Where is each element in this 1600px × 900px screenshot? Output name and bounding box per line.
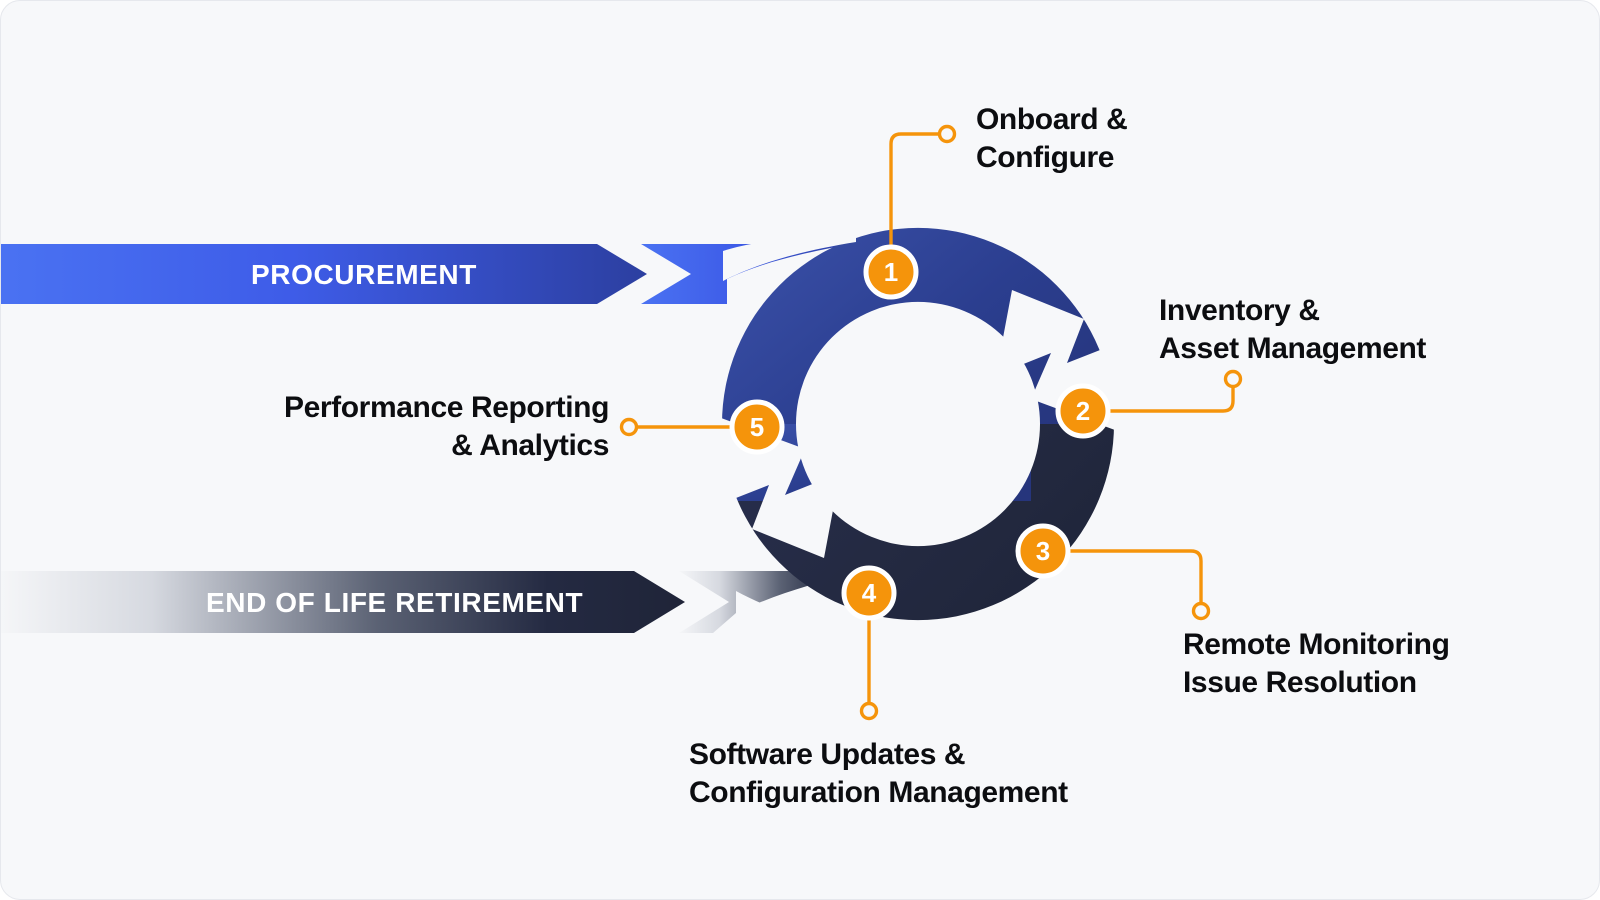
step-badge-3-number: 3	[1036, 536, 1050, 566]
connector-3	[1041, 549, 1203, 606]
step-label-5: Performance Reporting & Analytics	[284, 391, 609, 462]
step-badge-4[interactable]: 4	[841, 565, 897, 621]
step-label-2: Inventory & Asset Management	[1159, 294, 1427, 365]
step-badge-3[interactable]: 3	[1015, 523, 1071, 579]
step-badge-2-number: 2	[1076, 396, 1090, 426]
step-label-4: Software Updates & Configuration Managem…	[689, 738, 1068, 809]
connector-endpoints	[619, 124, 1243, 721]
step-label-3: Remote Monitoring Issue Resolution	[1183, 628, 1450, 699]
connector-endpoint-2	[1223, 369, 1243, 389]
connector-endpoint-1	[937, 124, 957, 144]
banner-label-end-of-life: END OF LIFE RETIREMENT	[206, 587, 584, 618]
step-badge-1-number: 1	[884, 257, 898, 287]
step-badge-5[interactable]: 5	[729, 399, 785, 455]
connector-endpoint-5	[619, 417, 639, 437]
ring-banner-separators	[723, 237, 863, 639]
step-badge-5-number: 5	[750, 412, 764, 442]
connector-endpoint-4	[859, 701, 879, 721]
step-badge-4-number: 4	[862, 578, 877, 608]
step-badge-2[interactable]: 2	[1055, 383, 1111, 439]
connector-2	[1081, 384, 1235, 413]
step-badge-1[interactable]: 1	[863, 244, 919, 300]
banner-label-procurement: PROCUREMENT	[251, 259, 477, 290]
step-label-1: Onboard & Configure	[976, 103, 1128, 174]
connector-endpoint-3	[1191, 601, 1211, 621]
connector-1	[889, 132, 941, 274]
